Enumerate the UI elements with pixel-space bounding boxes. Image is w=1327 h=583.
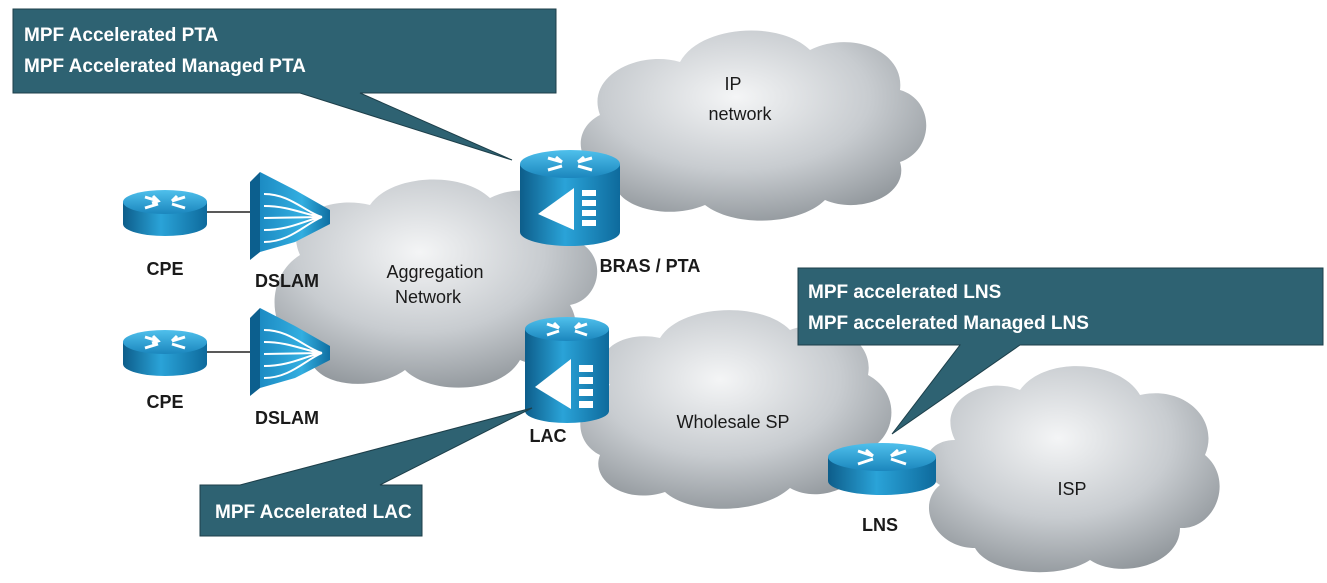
ip-network-label-line2: network xyxy=(708,104,772,124)
callout-lns-line2: MPF accelerated Managed LNS xyxy=(808,313,1089,334)
callout-lns-line1: MPF accelerated LNS xyxy=(808,282,1001,303)
bras-pta-label: BRAS / PTA xyxy=(600,256,701,276)
cpe-router-top xyxy=(123,190,207,236)
aggregation-network-cloud: Aggregation Network xyxy=(274,179,598,388)
aggregation-label-line1: Aggregation xyxy=(386,262,483,282)
cpe-top-label: CPE xyxy=(146,259,183,279)
dslam-icon xyxy=(250,172,330,260)
callout-lac-line1: MPF Accelerated LAC xyxy=(215,502,412,523)
ip-network-label-line1: IP xyxy=(724,74,741,94)
cloud-icon xyxy=(925,366,1220,573)
dslam-bottom-label: DSLAM xyxy=(255,408,319,428)
isp-cloud: ISP xyxy=(925,366,1220,573)
dslam-bottom xyxy=(250,308,330,396)
cloud-icon xyxy=(580,30,927,221)
isp-label: ISP xyxy=(1057,479,1086,499)
callout-lac: MPF Accelerated LAC xyxy=(199,407,533,537)
router-icon xyxy=(123,330,207,376)
dslam-top xyxy=(250,172,330,260)
router-icon xyxy=(123,190,207,236)
bras-pta-router xyxy=(520,150,620,246)
router-icon xyxy=(828,443,936,495)
ip-network-cloud: IP network xyxy=(580,30,927,221)
lac-label: LAC xyxy=(530,426,567,446)
aggregation-label-line2: Network xyxy=(395,287,462,307)
wholesale-sp-label: Wholesale SP xyxy=(676,412,789,432)
cloud-icon xyxy=(274,179,598,388)
cpe-router-bottom xyxy=(123,330,207,376)
cpe-bottom-label: CPE xyxy=(146,392,183,412)
dslam-top-label: DSLAM xyxy=(255,271,319,291)
callout-lns: MPF accelerated LNS MPF accelerated Mana… xyxy=(797,267,1324,435)
wholesale-sp-cloud: Wholesale SP xyxy=(580,310,892,509)
bras-router-icon xyxy=(525,317,609,423)
callout-pta-line1: MPF Accelerated PTA xyxy=(24,25,219,46)
dslam-icon xyxy=(250,308,330,396)
bras-router-icon xyxy=(520,150,620,246)
lns-router xyxy=(828,443,936,495)
callout-pta-line2: MPF Accelerated Managed PTA xyxy=(24,56,306,77)
callout-pta: MPF Accelerated PTA MPF Accelerated Mana… xyxy=(12,8,557,161)
lac-router xyxy=(525,317,609,423)
cloud-icon xyxy=(580,310,892,509)
lns-label: LNS xyxy=(862,515,898,535)
